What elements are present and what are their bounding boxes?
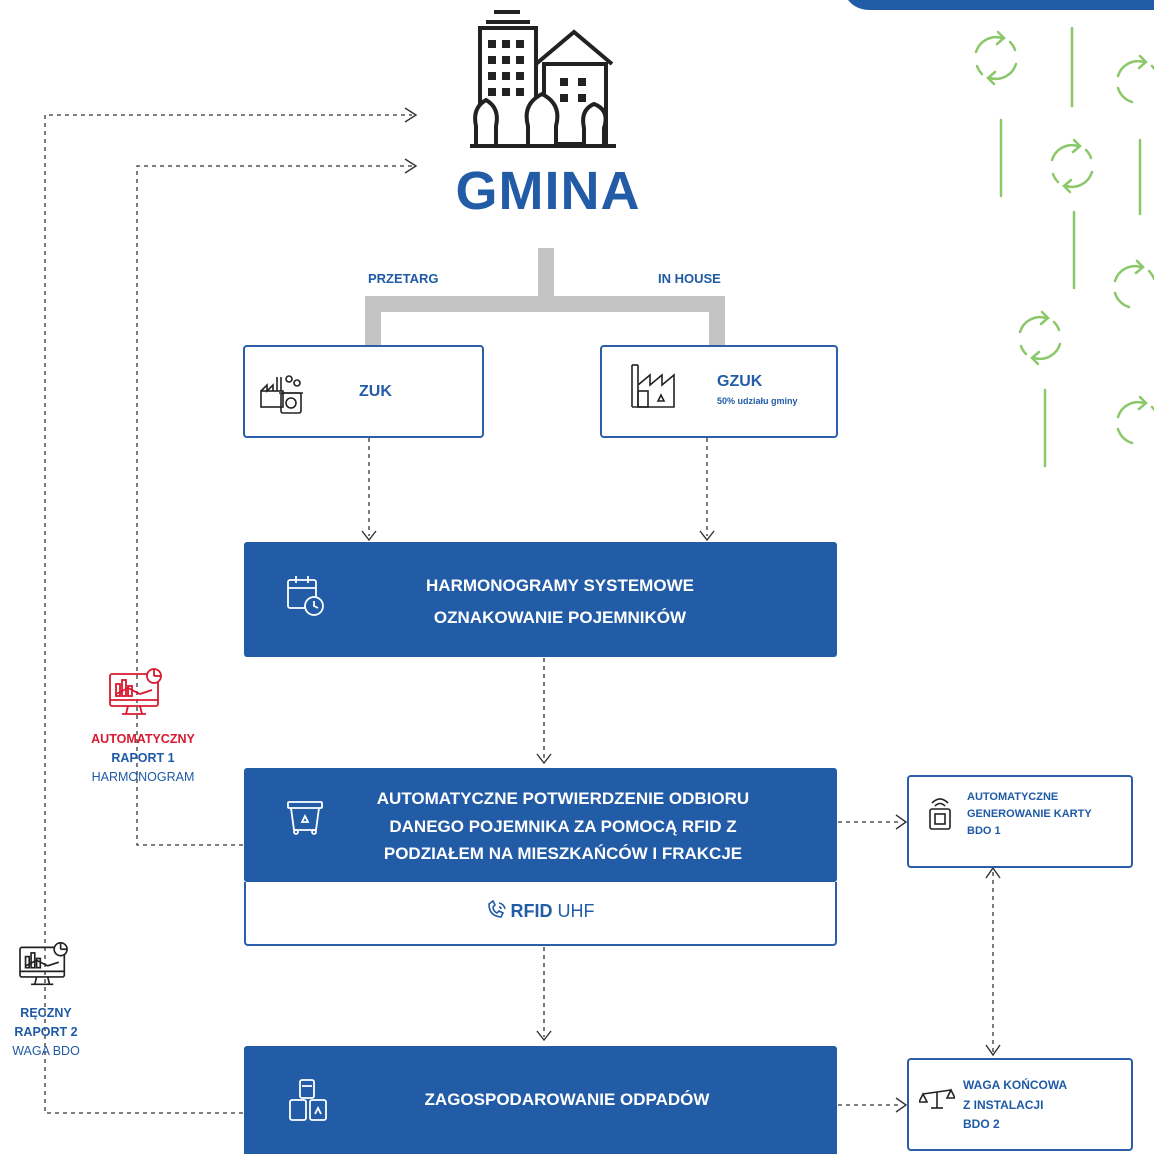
harmonogramy-line1: HARMONOGRAMY SYSTEMOWE (426, 576, 694, 595)
harmonogramy-line2: OZNAKOWANIE POJEMNIKÓW (433, 608, 687, 627)
report-2: RĘCZNY RAPORT 2 WAGA BDO (0, 1004, 92, 1061)
chip-card-icon (927, 797, 953, 836)
report-1-line2: RAPORT 1 (111, 751, 175, 765)
scales-icon (917, 1088, 957, 1115)
potwierdzenie-line2: DANEGO POJEMNIKA ZA POMOCĄ RFID Z (389, 817, 737, 836)
harmonogramy-box[interactable]: HARMONOGRAMY SYSTEMOWE OZNAKOWANIE POJEM… (244, 542, 837, 657)
factory-icon (628, 361, 678, 414)
report-1-line3: HARMONOGRAM (91, 770, 195, 784)
monitor-chart-icon (108, 666, 164, 723)
dashed-connectors (44, 114, 994, 1114)
report-2-line3: WAGA BDO (12, 1044, 80, 1058)
zuk-box[interactable]: ZUK (243, 345, 484, 438)
report-2-line1: RĘCZNY (20, 1006, 72, 1020)
potwierdzenie-line1: AUTOMATYCZNE POTWIERDZENIE ODBIORU (376, 789, 750, 808)
bdo2-box[interactable]: WAGA KOŃCOWA Z INSTALACJI BDO 2 (907, 1058, 1133, 1151)
potwierdzenie-box[interactable]: AUTOMATYCZNE POTWIERDZENIE ODBIORU DANEG… (244, 768, 837, 882)
potwierdzenie-line3: PODZIAŁEM NA MIESZKAŃCÓW I FRAKCJE (383, 844, 743, 863)
recycle-decoration (974, 26, 1154, 468)
waste-bin-icon (286, 800, 326, 841)
bdo2-line1: WAGA KOŃCOWA (963, 1078, 1068, 1092)
arrow-heads (361, 107, 1001, 1113)
recycle-cycle-icon (1113, 259, 1154, 309)
bdo1-line1: AUTOMATYCZNE (967, 791, 1059, 803)
factory-recycling-icon (259, 371, 305, 420)
zagospodarowanie-box[interactable]: ZAGOSPODAROWANIE ODPADÓW (244, 1046, 837, 1154)
rfid-rest-label: UHF (557, 901, 595, 921)
city-buildings-icon (470, 8, 616, 148)
recycle-cycle-icon (1050, 138, 1094, 194)
rfid-signal-icon (486, 899, 508, 925)
recycle-cycle-icon (1116, 395, 1154, 445)
recycle-cycle-icon (1018, 310, 1062, 366)
gzuk-sublabel: 50% udziału gminy (717, 396, 798, 406)
branch-label-in-house: IN HOUSE (658, 271, 721, 286)
report-1: AUTOMATYCZNY RAPORT 1 HARMONOGRAM (70, 730, 216, 787)
recycle-cycle-icon (974, 30, 1018, 86)
gzuk-label: GZUK (717, 373, 763, 390)
recycle-cycle-icon (1116, 54, 1154, 104)
corner-tab (848, 0, 1154, 10)
rfid-bold-label: RFID (510, 901, 553, 921)
bdo1-box[interactable]: AUTOMATYCZNE GENEROWANIE KARTY BDO 1 (907, 775, 1133, 868)
tree-connector (365, 248, 725, 346)
rfid-box[interactable]: RFID UHF (244, 882, 837, 946)
report-1-line1: AUTOMATYCZNY (91, 732, 195, 746)
bdo2-line3: BDO 2 (963, 1117, 1000, 1131)
monitor-chart-icon (17, 940, 71, 993)
gzuk-box[interactable]: GZUK 50% udziału gminy (600, 345, 838, 438)
bdo1-line3: BDO 1 (967, 825, 1001, 837)
branch-label-przetarg: PRZETARG (368, 271, 439, 286)
zagospodarowanie-label: ZAGOSPODAROWANIE ODPADÓW (424, 1090, 710, 1109)
waste-containers-icon (288, 1076, 328, 1129)
bdo1-line2: GENEROWANIE KARTY (967, 808, 1092, 820)
bdo2-line2: Z INSTALACJI (963, 1098, 1044, 1112)
calendar-clock-icon (286, 574, 326, 621)
page-title: GMINA (455, 161, 641, 221)
zuk-label: ZUK (359, 383, 392, 400)
report-2-line2: RAPORT 2 (14, 1025, 78, 1039)
